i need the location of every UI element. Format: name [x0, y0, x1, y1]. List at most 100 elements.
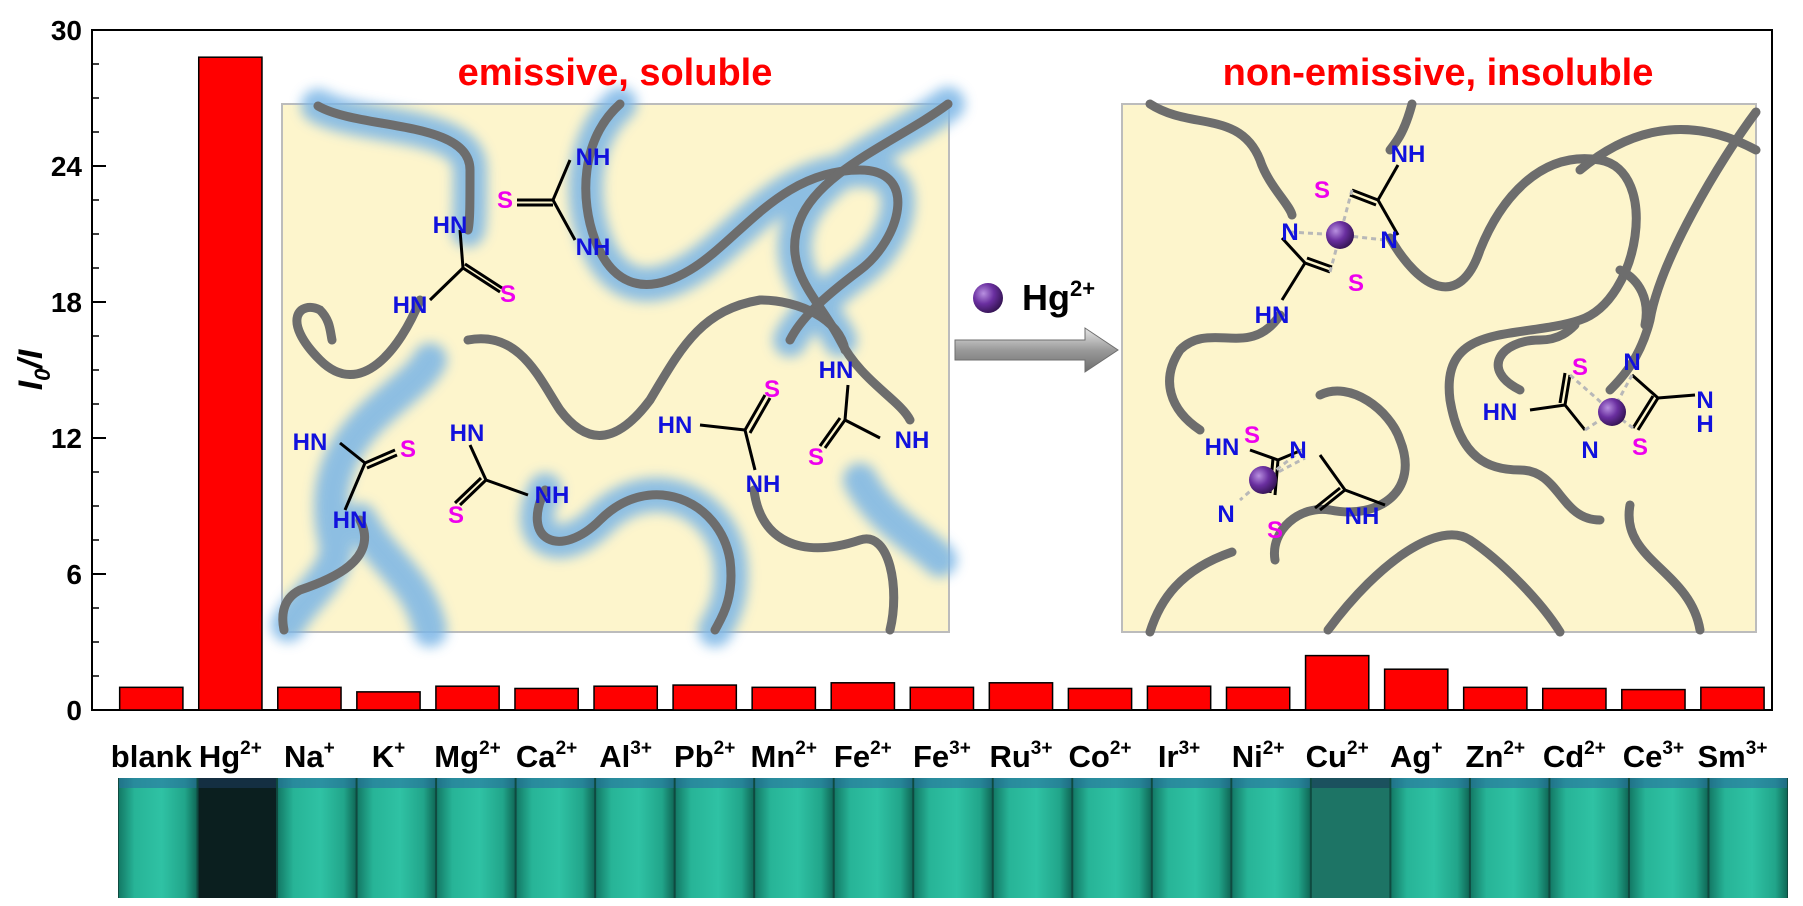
bar: [1700, 686, 1765, 711]
bar: [118, 686, 184, 711]
vial-cap: [834, 778, 913, 788]
bar: [988, 682, 1054, 711]
atom-label-s: S: [448, 502, 464, 529]
vial: [993, 778, 1072, 898]
inset-right-panel: NH S N N S HN HN S N N S NH S N HN N H N…: [1121, 52, 1761, 637]
atom-label-hn: HN: [393, 292, 428, 319]
x-tick-label: Ca2+: [516, 738, 577, 774]
inset-left-atom-labels: NH S NH HN S HN HN S HN HN NH S HN S NH …: [293, 144, 930, 534]
y-tick-label: 12: [51, 423, 82, 454]
vial-cap: [1550, 778, 1628, 788]
vial: [1073, 778, 1151, 898]
vial-cap: [278, 778, 356, 788]
atom-label-hn: HN: [333, 507, 368, 534]
atom-label-hn: HN: [1205, 434, 1240, 461]
x-tick-label: Cd2+: [1543, 738, 1606, 774]
x-tick-label: Mg2+: [434, 738, 500, 774]
x-tick-label: Fe2+: [834, 738, 892, 774]
inset-right-background: [1121, 103, 1757, 633]
atom-label-s: S: [1348, 270, 1364, 297]
y-axis-label-main: I: [12, 379, 50, 390]
bar: [751, 686, 817, 711]
vial-cap: [1470, 778, 1549, 788]
vial-cap: [914, 778, 992, 788]
vial-cap: [596, 778, 674, 788]
arrow-label: Hg2+: [1022, 276, 1095, 318]
vial-photo-strip: [118, 778, 1788, 898]
vial: [1709, 778, 1787, 898]
bar: [1304, 654, 1370, 711]
vial: [1311, 778, 1390, 898]
atom-label-s: S: [1267, 517, 1283, 544]
vial-cap: [675, 778, 754, 788]
vial: [357, 778, 436, 898]
x-tick-label: Sm3+: [1698, 738, 1768, 774]
atom-label-n: N: [1623, 349, 1640, 376]
vial-cap: [516, 778, 595, 788]
inset-left-molecules: [339, 159, 881, 511]
inset-left-title: emissive, soluble: [458, 52, 773, 94]
vial-cap: [119, 778, 197, 788]
bar: [830, 682, 896, 711]
vial: [675, 778, 754, 898]
inset-right-atom-labels: NH S N N S HN HN S N N S NH S N HN N H N…: [1205, 141, 1714, 544]
vial-cap: [1629, 778, 1708, 788]
vial-cap: [437, 778, 515, 788]
atom-label-n: N: [1281, 219, 1298, 246]
vial: [914, 778, 992, 898]
x-tick-label: Fe3+: [913, 738, 971, 774]
vial: [1550, 778, 1628, 898]
vial-cap: [1232, 778, 1310, 788]
vial-cap: [357, 778, 436, 788]
x-tick-label: Ce3+: [1623, 738, 1684, 774]
bar: [277, 686, 342, 711]
atom-label-s: S: [1244, 422, 1260, 449]
x-tick-label: blank: [111, 739, 193, 774]
y-axis-label: I0/I: [12, 348, 55, 390]
atom-label-s: S: [1572, 354, 1588, 381]
x-tick-label: Hg2+: [199, 738, 262, 774]
y-axis-label-subscript: 0: [30, 368, 55, 381]
bar: [514, 687, 579, 711]
atom-label-h: H: [1696, 411, 1713, 438]
bar: [909, 686, 975, 711]
y-tick-label: 0: [66, 695, 82, 726]
atom-label-nh: NH: [535, 482, 570, 509]
x-tick-label: Co2+: [1069, 738, 1132, 774]
vial: [1152, 778, 1231, 898]
atom-label-hn: HN: [658, 412, 693, 439]
atom-label-s: S: [500, 281, 516, 308]
x-tick-label: Ru3+: [989, 738, 1052, 774]
x-tick-label: Al3+: [599, 738, 652, 774]
bar: [1067, 687, 1133, 711]
atom-label-hn: HN: [450, 420, 485, 447]
vial-cap: [198, 778, 277, 788]
atom-label-s: S: [497, 187, 513, 214]
x-tick-label: Cu2+: [1306, 738, 1369, 774]
vial-cap: [993, 778, 1072, 788]
x-tick-label: Ag+: [1390, 738, 1442, 774]
vial: [1629, 778, 1708, 898]
arrow-shape: [954, 327, 1119, 373]
atom-label-s: S: [400, 436, 416, 463]
atom-label-nh: NH: [746, 471, 781, 498]
atom-label-nh: NH: [576, 144, 611, 171]
atom-label-n: N: [1289, 437, 1306, 464]
mercury-ion-icon: [1249, 466, 1277, 494]
x-tick-label: Ni2+: [1232, 738, 1285, 774]
vial-cap: [1709, 778, 1787, 788]
bar: [1146, 685, 1212, 711]
atom-label-s: S: [808, 444, 824, 471]
y-tick-label: 18: [51, 287, 82, 318]
y-tick-label: 6: [66, 559, 82, 590]
vial: [1391, 778, 1469, 898]
bar: [1225, 686, 1291, 711]
atom-label-hn: HN: [1483, 399, 1518, 426]
vial: [278, 778, 356, 898]
vial-cap: [1152, 778, 1231, 788]
vial: [1232, 778, 1310, 898]
reaction-arrow: Hg2+: [954, 276, 1119, 373]
inset-right-title: non-emissive, insoluble: [1223, 52, 1654, 94]
